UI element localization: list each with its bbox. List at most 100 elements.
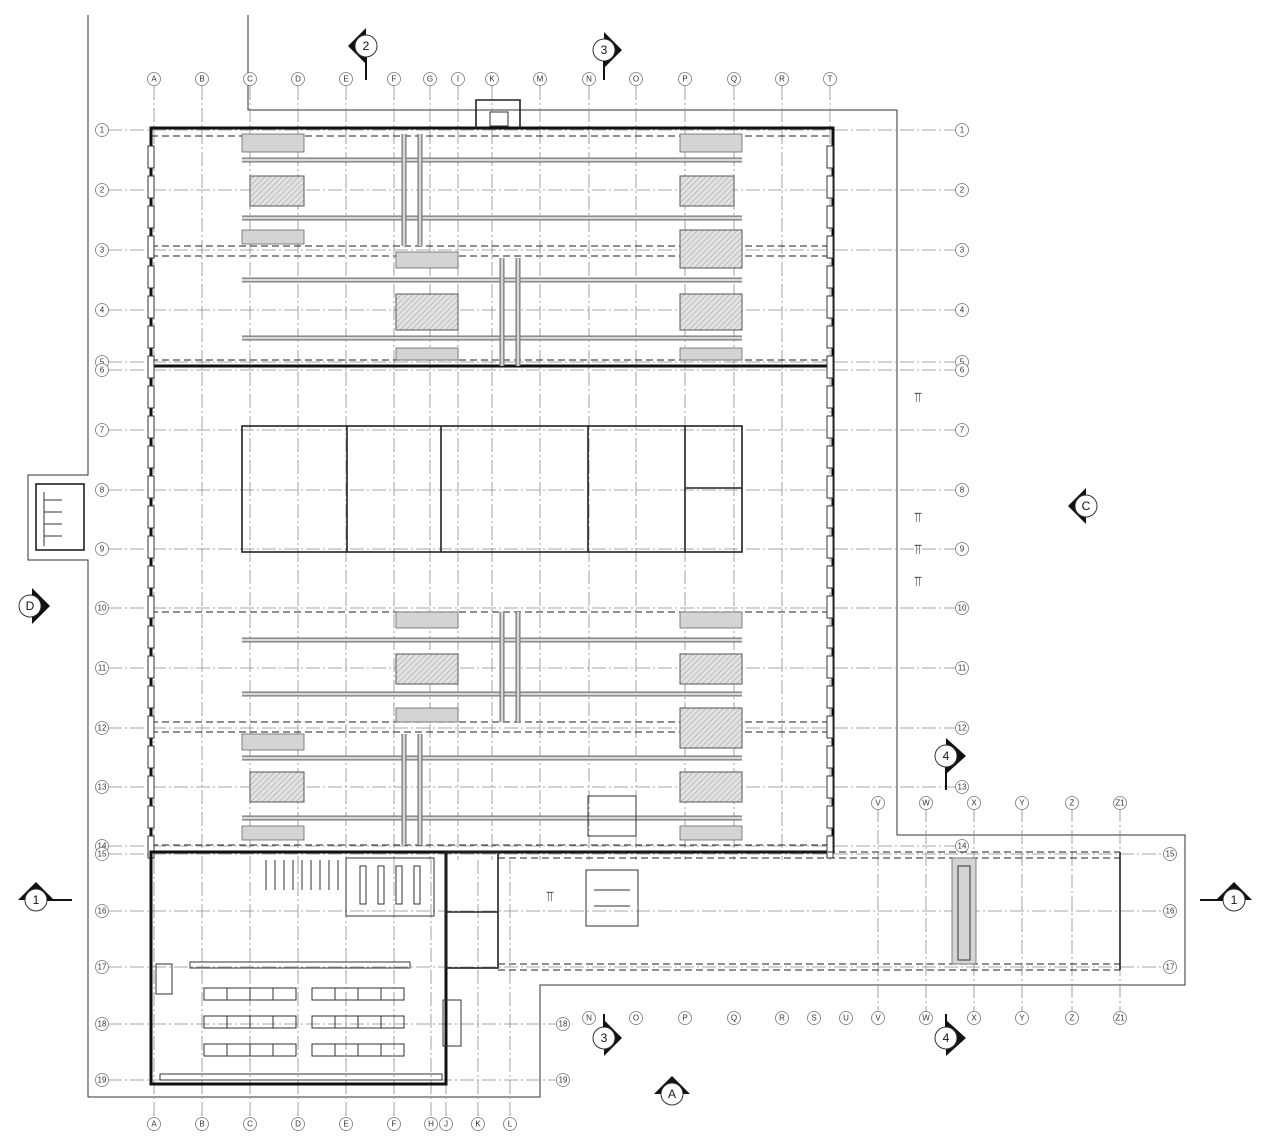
window-right	[826, 595, 834, 619]
grid-bubble-label: I	[457, 75, 459, 84]
grid-bubble-label: 12	[98, 724, 107, 733]
window-right	[826, 325, 834, 349]
grid-bubble-right-12: 12	[955, 721, 969, 735]
grid-bubble-label: O	[633, 75, 639, 84]
grid-bubble-ext-top-W: W	[919, 796, 933, 810]
window-left	[147, 805, 155, 829]
grid-bubble-left-3: 3	[95, 243, 109, 257]
grid-bubble-label: Z1	[1115, 1014, 1125, 1023]
grid-bubble-right-4: 4	[955, 303, 969, 317]
window-left	[147, 445, 155, 469]
office-block	[241, 425, 743, 553]
grid-bubble-label: D	[295, 1120, 301, 1129]
section-mark-bottom-a[interactable]: A	[654, 1076, 690, 1106]
grid-bubble-bottom-J: J	[439, 1117, 453, 1131]
grid-bubble-label: X	[971, 1014, 977, 1023]
grid-bubble-right-17: 17	[1163, 960, 1177, 974]
grid-bubble-label: 10	[98, 604, 107, 613]
grid-bubble-label: Q	[731, 75, 737, 84]
grid-bubble-label: Y	[1019, 799, 1025, 808]
grid-bubble-left-1: 1	[95, 123, 109, 137]
crane-rails	[242, 134, 742, 845]
grid-bubble-label: 1	[960, 126, 965, 135]
equipment-pad	[249, 771, 305, 803]
grid-bubble-right-15: 15	[1163, 847, 1177, 861]
window-left	[147, 475, 155, 499]
section-mark-left-1[interactable]: 1	[18, 882, 72, 912]
rack-upright	[377, 865, 385, 905]
grid-bubble-bottom-H: H	[424, 1117, 438, 1131]
grid-bubble-label: Z	[1070, 799, 1075, 808]
section-mark-bottom-3[interactable]: 3	[592, 1014, 622, 1056]
grid-bubble-label: 18	[559, 1020, 568, 1029]
grid-bubble-label: 2	[100, 186, 105, 195]
section-mark-right-c[interactable]: C	[1068, 488, 1098, 524]
equipment-pad	[241, 825, 305, 841]
grid-bubble-right-2: 2	[955, 183, 969, 197]
grid-bubble-label: B	[199, 1120, 204, 1129]
grid-bubble-label: B	[199, 75, 204, 84]
window-right	[826, 805, 834, 829]
site-boundary	[27, 15, 1186, 1098]
grid-bubble-label: F	[392, 1120, 397, 1129]
grid-bubble-label: 11	[98, 664, 107, 673]
grid-bubble-label: W	[922, 1014, 930, 1023]
grid-bubble-right-6: 6	[955, 363, 969, 377]
window-left	[147, 415, 155, 439]
window-left	[147, 235, 155, 259]
grid-bubble-label: Z1	[1115, 799, 1125, 808]
grid-bubble-label: T	[828, 75, 833, 84]
window-right	[826, 745, 834, 769]
grid-bubble-ext-bottom-W: W	[919, 1011, 933, 1025]
grid-bubble-label: A	[151, 75, 157, 84]
grid-bubble-top-C: C	[243, 72, 257, 86]
section-mark-label: 4	[943, 1031, 950, 1045]
grid-bubble-label: W	[922, 799, 930, 808]
grid-bubble-ext-bottom-U: U	[839, 1011, 853, 1025]
section-mark-bottom-4[interactable]: 4	[934, 1014, 966, 1056]
grid-bubble-top-E: E	[339, 72, 353, 86]
grid-bubble-ext-bottom-P: P	[678, 1011, 692, 1025]
grid-bubble-right-18: 18	[556, 1017, 570, 1031]
window-right	[826, 235, 834, 259]
stair-annex	[35, 483, 85, 551]
grid-bubble-top-T: T	[823, 72, 837, 86]
grid-bubble-label: 2	[960, 186, 965, 195]
equipment-pad	[679, 653, 743, 685]
section-mark-top-2[interactable]: 2	[348, 28, 378, 80]
grid-bubble-label: 15	[98, 850, 107, 859]
section-mark-label: 2	[363, 39, 370, 53]
grid-bubble-ext-bottom-V: V	[871, 1011, 885, 1025]
section-mark-right-4-upper[interactable]: 4	[934, 738, 966, 790]
svg-text:⫪: ⫪	[546, 888, 554, 904]
grid-bubble-top-B: B	[195, 72, 209, 86]
grid-bubble-top-A: A	[147, 72, 161, 86]
grid-bubble-top-G: G	[423, 72, 437, 86]
grid-bubble-right-1: 1	[955, 123, 969, 137]
section-mark-right-1[interactable]: 1	[1200, 882, 1252, 912]
grid-bubble-label: 7	[960, 426, 965, 435]
svg-text:⫪: ⫪	[914, 573, 922, 589]
section-mark-label: 4	[943, 749, 950, 763]
grid-bubble-top-F: F	[387, 72, 401, 86]
equipment-pad	[395, 251, 459, 269]
grid-bubble-label: F	[392, 75, 397, 84]
grid-bubble-ext-top-Z1: Z1	[1113, 796, 1127, 810]
grid-bubble-label: 19	[559, 1076, 568, 1085]
window-left	[147, 505, 155, 529]
grid-bubble-label: 13	[98, 783, 107, 792]
section-mark-left-d[interactable]: D	[18, 588, 50, 624]
grid-bubble-left-19: 19	[95, 1073, 109, 1087]
grid-bubble-label: 14	[98, 842, 107, 851]
grid-bubble-left-2: 2	[95, 183, 109, 197]
section-mark-label: C	[1082, 499, 1091, 513]
grid-bubble-right-13: 13	[955, 780, 969, 794]
grid-bubble-label: K	[489, 75, 495, 84]
section-mark-top-3[interactable]: 3	[592, 32, 622, 80]
grid-bubble-label: 6	[100, 366, 105, 375]
grid-bubble-bottom-B: B	[195, 1117, 209, 1131]
window-right	[826, 715, 834, 739]
grid-bubble-label: U	[843, 1014, 849, 1023]
grid-bubble-label: K	[475, 1120, 481, 1129]
grid-bubble-label: L	[508, 1120, 513, 1129]
